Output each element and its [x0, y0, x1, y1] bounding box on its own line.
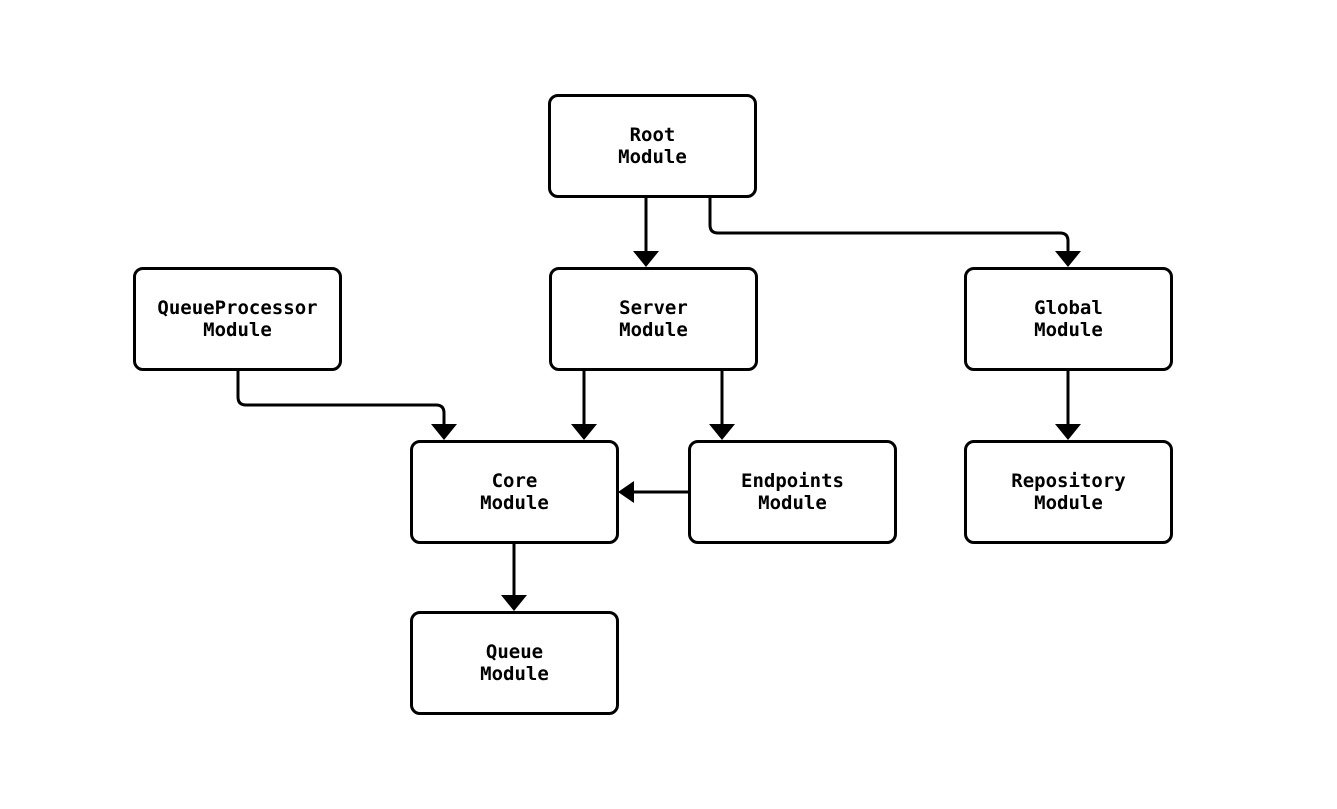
- arrowhead-icon: [633, 251, 659, 267]
- node-label: Root Module: [618, 124, 687, 168]
- node-queueprocessor-module: QueueProcessor Module: [133, 267, 342, 371]
- edge-root-to-global: [708, 196, 1081, 267]
- edge-server-to-core: [571, 368, 597, 440]
- arrowhead-icon: [431, 424, 457, 440]
- edge-server-to-endpoints: [709, 368, 735, 440]
- node-label: Server Module: [619, 297, 688, 341]
- node-repository-module: Repository Module: [964, 440, 1173, 544]
- node-label: Core Module: [480, 470, 549, 514]
- node-label: Queue Module: [480, 641, 549, 685]
- edge-root-to-server: [633, 196, 659, 267]
- edge-endpoints-to-core: [618, 481, 690, 503]
- arrowhead-icon: [618, 481, 634, 503]
- arrowhead-icon: [709, 424, 735, 440]
- arrowhead-icon: [571, 424, 597, 440]
- node-root-module: Root Module: [548, 94, 757, 198]
- node-server-module: Server Module: [549, 267, 758, 371]
- arrowhead-icon: [1055, 424, 1081, 440]
- arrowhead-icon: [1055, 251, 1081, 267]
- node-label: Endpoints Module: [741, 470, 844, 514]
- node-queue-module: Queue Module: [410, 611, 619, 715]
- node-label: Global Module: [1034, 297, 1103, 341]
- edge-core-to-queue: [501, 542, 527, 611]
- edge-queueprocessor-to-core: [236, 369, 457, 440]
- node-label: Repository Module: [1011, 470, 1126, 514]
- node-endpoints-module: Endpoints Module: [688, 440, 897, 544]
- arrowhead-icon: [501, 595, 527, 611]
- edge-global-to-repository: [1055, 368, 1081, 440]
- node-core-module: Core Module: [410, 440, 619, 544]
- node-label: QueueProcessor Module: [157, 297, 318, 341]
- node-global-module: Global Module: [964, 267, 1173, 371]
